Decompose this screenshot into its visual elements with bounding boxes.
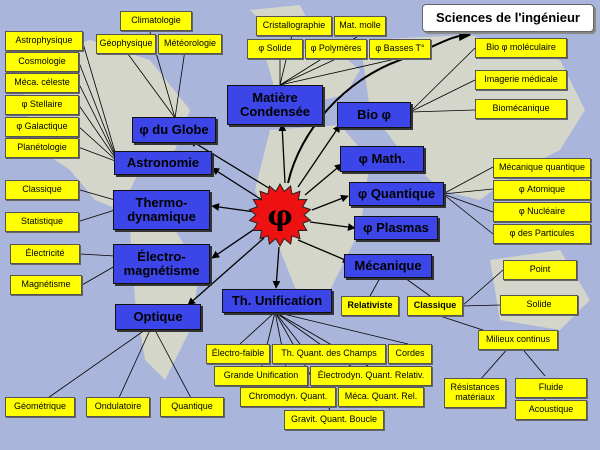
leaf-quantique-optique[interactable]: Quantique xyxy=(160,397,224,417)
node-phi-plasmas[interactable]: φ Plasmas xyxy=(354,216,438,240)
leaf-solide-mecanique[interactable]: Solide xyxy=(500,295,578,315)
leaf-astrophysique[interactable]: Astrophysique xyxy=(5,31,83,51)
page-title: Sciences de l'ingénieur xyxy=(422,4,594,32)
leaf-th-quant-champs[interactable]: Th. Quant. des Champs xyxy=(272,344,386,364)
leaf-resistances-materiaux[interactable]: Résistances matériaux xyxy=(444,378,506,408)
node-optique[interactable]: Optique xyxy=(115,304,201,330)
leaf-statistique[interactable]: Statistique xyxy=(5,212,79,232)
leaf-grande-unification[interactable]: Grande Unification xyxy=(214,366,308,386)
node-phi-du-globe[interactable]: φ du Globe xyxy=(132,117,216,143)
leaf-electrodyn-quant-relativ[interactable]: Électrodyn. Quant. Relativ. xyxy=(310,366,432,386)
node-astronomie[interactable]: Astronomie xyxy=(114,151,212,175)
leaf-relativiste[interactable]: Relativiste xyxy=(341,296,399,316)
leaf-electricite[interactable]: Électricité xyxy=(10,244,80,264)
leaf-acoustique[interactable]: Acoustique xyxy=(515,400,587,420)
leaf-phi-galactique[interactable]: φ Galactique xyxy=(5,117,79,137)
leaf-phi-nucleaire[interactable]: φ Nucléaire xyxy=(493,202,591,222)
leaf-electro-faible[interactable]: Électro-faible xyxy=(206,344,270,364)
leaf-biomecanique[interactable]: Biomécanique xyxy=(475,99,567,119)
leaf-meca-quant-rel[interactable]: Méca. Quant. Rel. xyxy=(338,387,424,407)
leaf-cordes[interactable]: Cordes xyxy=(388,344,432,364)
leaf-meca-celeste[interactable]: Méca. céleste xyxy=(5,73,79,93)
leaf-gravit-quant-boucle[interactable]: Gravit. Quant. Boucle xyxy=(284,410,384,430)
leaf-phi-particules[interactable]: φ des Particules xyxy=(493,224,591,244)
node-th-unification[interactable]: Th. Unification xyxy=(222,289,332,313)
node-electromagnetisme[interactable]: Électro-magnétisme xyxy=(113,244,210,284)
node-mecanique[interactable]: Mécanique xyxy=(344,254,432,278)
leaf-geometrique[interactable]: Géométrique xyxy=(5,397,75,417)
leaf-phi-solide[interactable]: φ Solide xyxy=(247,39,303,59)
center-symbol: φ xyxy=(267,199,292,232)
node-bio-phi[interactable]: Bio φ xyxy=(337,102,411,128)
leaf-ondulatoire[interactable]: Ondulatoire xyxy=(86,397,150,417)
leaf-cristallographie[interactable]: Cristallographie xyxy=(256,16,332,36)
leaf-mecanique-quantique[interactable]: Mécanique quantique xyxy=(493,158,591,178)
leaf-planetologie[interactable]: Planétologie xyxy=(5,138,79,158)
leaf-phi-basses-t[interactable]: φ Basses T° xyxy=(369,39,431,59)
leaf-phi-stellaire[interactable]: φ Stellaire xyxy=(5,95,79,115)
leaf-phi-polymeres[interactable]: φ Polymères xyxy=(305,39,367,59)
leaf-imagerie-medicale[interactable]: Imagerie médicale xyxy=(475,70,567,90)
node-matiere-condensee[interactable]: Matière Condensée xyxy=(227,85,323,125)
leaf-magnetisme[interactable]: Magnétisme xyxy=(10,275,82,295)
leaf-fluide[interactable]: Fluide xyxy=(515,378,587,398)
leaf-chromodyn-quant[interactable]: Chromodyn. Quant. xyxy=(240,387,336,407)
leaf-milieux-continus[interactable]: Milieux continus xyxy=(478,330,558,350)
leaf-mat-molle[interactable]: Mat. molle xyxy=(334,16,386,36)
center-phi-star: φ xyxy=(248,183,312,247)
leaf-climatologie[interactable]: Climatologie xyxy=(120,11,192,31)
leaf-geophysique[interactable]: Géophysique xyxy=(96,34,156,54)
node-phi-quantique[interactable]: φ Quantique xyxy=(349,182,444,206)
leaf-cosmologie[interactable]: Cosmologie xyxy=(5,52,79,72)
leaf-classique-thermo[interactable]: Classique xyxy=(5,180,79,200)
leaf-classique-mecanique[interactable]: Classique xyxy=(407,296,463,316)
node-thermodynamique[interactable]: Thermo-dynamique xyxy=(113,190,210,230)
leaf-meteorologie[interactable]: Météorologie xyxy=(158,34,222,54)
node-phi-math[interactable]: φ Math. xyxy=(340,146,424,172)
leaf-bio-phi-moleculaire[interactable]: Bio φ moléculaire xyxy=(475,38,567,58)
leaf-point[interactable]: Point xyxy=(503,260,577,280)
leaf-phi-atomique[interactable]: φ Atomique xyxy=(493,180,591,200)
